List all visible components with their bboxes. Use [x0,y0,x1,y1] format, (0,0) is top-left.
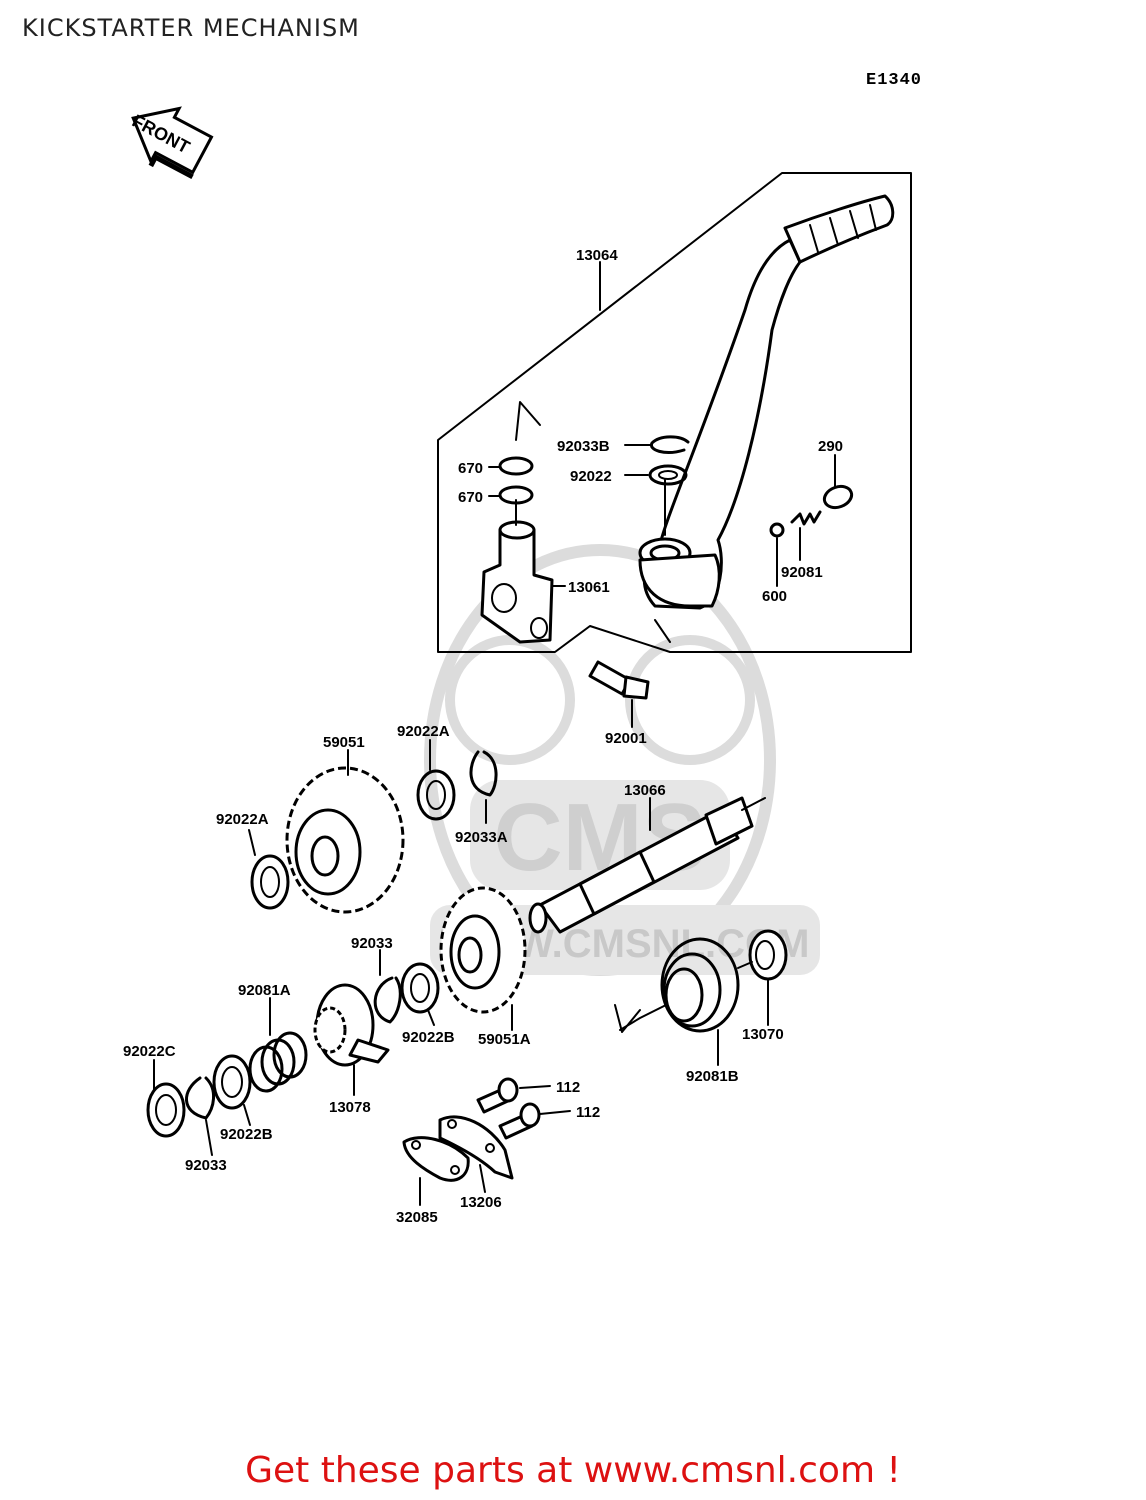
washer-92022c [146,1082,186,1138]
label-112-lower: 112 [576,1104,600,1121]
label-13061: 13061 [568,579,610,596]
ratchet-13078 [313,983,390,1067]
label-92022a-upper: 92022A [397,723,450,740]
label-13070: 13070 [742,1026,784,1043]
kick-shaft-13066 [528,796,766,934]
label-92081: 92081 [781,564,823,581]
o-ring-670-top [498,456,534,476]
gear-59051a [439,886,527,1014]
washer-92022a-left [250,854,290,910]
label-13078: 13078 [329,1099,371,1116]
promo-banner[interactable]: Get these parts at www.cmsnl.com ! [245,1450,901,1491]
label-59051: 59051 [323,734,365,751]
label-112-upper: 112 [556,1079,580,1096]
bolt-112-lower [498,1102,541,1140]
label-13066: 13066 [624,782,666,799]
guide-13206 [438,1115,514,1180]
label-92081a: 92081A [238,982,291,999]
label-13064: 13064 [576,247,618,264]
circlip-92033a [469,750,498,797]
label-92033-middle: 92033 [351,935,393,952]
label-92022b-lower: 92022B [220,1126,273,1143]
cap-290 [822,484,854,510]
washer-92022a-upper [416,769,456,821]
spring-92081a [248,1031,308,1093]
label-13206: 13206 [460,1194,502,1211]
leader-lines [153,261,836,1206]
kick-pedal [638,194,895,610]
diagram-code: E1340 [866,71,923,90]
label-59051a: 59051A [478,1031,531,1048]
front-arrow-icon: FRONT [129,106,214,180]
label-92033a: 92033A [455,829,508,846]
pedal-group-frame [437,172,912,653]
washer-92022 [648,464,688,486]
part-labels: 13064 92033B 92022 290 670 670 13061 920… [123,247,843,1226]
label-670-bottom: 670 [458,489,483,506]
circlip-92033-lower [185,1076,215,1120]
circlip-92033b [649,435,690,454]
circlip-92033-middle [373,976,402,1024]
gear-59051 [285,766,405,914]
page-title: KICKSTARTER MECHANISM [22,14,360,42]
label-92022b-middle: 92022B [402,1029,455,1046]
washer-92022b-lower [212,1054,252,1110]
label-32085: 32085 [396,1209,438,1226]
label-92001: 92001 [605,730,647,747]
return-spring-92081b [614,937,740,1033]
spring-92081 [790,510,822,526]
plate-32085 [402,1136,470,1182]
label-92081b: 92081B [686,1068,739,1085]
label-92033-lower: 92033 [185,1157,227,1174]
label-92022: 92022 [570,468,612,485]
washer-92022b-middle [400,962,440,1014]
label-92033b: 92033B [557,438,610,455]
bolt-92001 [588,660,650,700]
label-600: 600 [762,588,787,605]
label-92022c: 92022C [123,1043,176,1060]
label-670-top: 670 [458,460,483,477]
label-290: 290 [818,438,843,455]
lever-boss-13061 [480,520,554,644]
label-92022a-left: 92022A [216,811,269,828]
ball-600 [769,522,785,538]
bolt-112-upper [476,1077,519,1114]
